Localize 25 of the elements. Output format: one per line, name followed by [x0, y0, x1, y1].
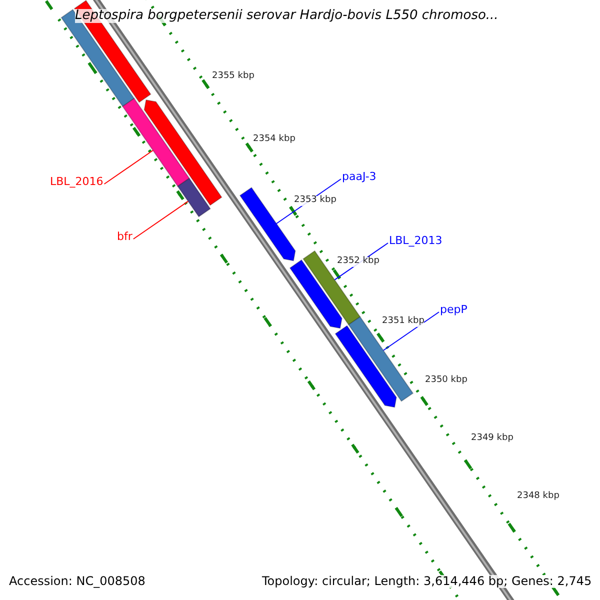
summary-text: Topology: circular; Length: 3,614,446 bp; Genes: 2,745	[262, 575, 592, 588]
title: Leptospira borgpetersenii serovar Hardjo-bovis L550 chromoso...	[75, 9, 498, 24]
leader-line	[382, 312, 440, 351]
gene-label: bfr	[117, 231, 132, 244]
scale-label: 2355 kbp	[212, 72, 254, 82]
leader-line	[104, 150, 154, 184]
gene-label: LBL_2016	[50, 176, 104, 188]
scale-label: 2348 kbp	[517, 492, 560, 502]
scale-label: 2349 kbp	[471, 434, 514, 444]
accession-text: Accession: NC_008508	[9, 575, 146, 588]
gene-segment	[122, 98, 190, 187]
scale-label: 2352 kbp	[337, 257, 380, 267]
scale-label: 2351 kbp	[382, 317, 424, 327]
leader-line	[132, 200, 189, 240]
gene-segment	[334, 325, 397, 408]
gene-segment	[177, 178, 211, 218]
gene-segment	[239, 186, 296, 262]
gene-label: paaJ-3	[342, 171, 376, 184]
gene-label: pepP	[440, 304, 468, 316]
scale-label: 2353 kbp	[294, 196, 336, 206]
gene-segment	[302, 250, 361, 326]
scale-label: 2350 kbp	[425, 376, 468, 386]
gene-segment	[144, 99, 222, 206]
scale-label: 2354 kbp	[253, 135, 296, 145]
gene-label: LBL_2013	[389, 235, 442, 248]
